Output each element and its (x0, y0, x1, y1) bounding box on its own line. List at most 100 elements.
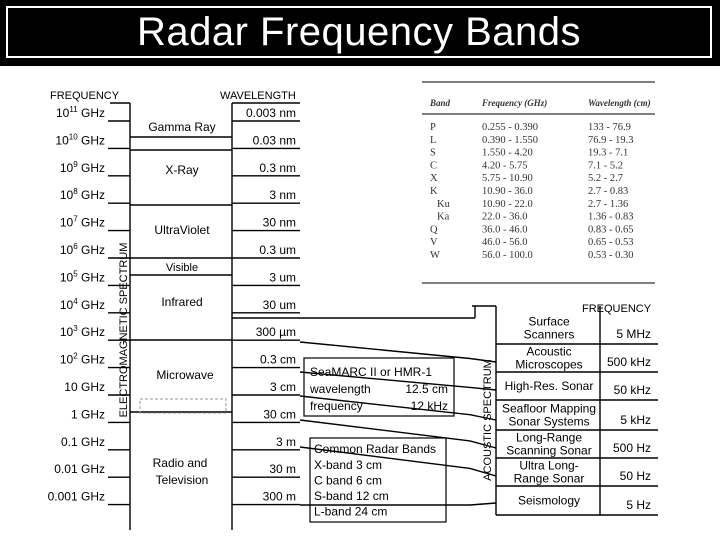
wavelength-label: 0.3 um (259, 243, 296, 257)
seamarc-box (303, 357, 455, 417)
table-band-cell: C (430, 160, 437, 171)
wavelength-label: 0.3 nm (259, 161, 296, 175)
table-frequency-cell: 36.0 - 46.0 (482, 224, 528, 235)
wavelength-label: 30 m (269, 462, 296, 476)
connector (469, 414, 497, 421)
table-band-cell: P (430, 122, 436, 133)
table-header-cell: Band (429, 98, 451, 108)
table-band-cell: Ku (437, 199, 451, 210)
table-band-cell: X (430, 173, 438, 184)
acoustic-application: Surface (528, 315, 570, 329)
region-microwave: Microwave (156, 368, 214, 382)
wavelength-label: 30 um (263, 298, 296, 312)
common-band-entry: C band 6 cm (314, 474, 382, 488)
table-band-cell: S (430, 148, 436, 159)
frequency-label: 0.001 GHz (48, 490, 105, 504)
table-band-cell: Ka (437, 212, 450, 223)
table-header-cell: Wavelength (cm) (588, 98, 651, 108)
frequency-label: 107 GHz (60, 215, 105, 230)
connector (299, 446, 471, 470)
wavelength-label: 3 nm (269, 188, 296, 202)
connector (469, 502, 497, 506)
wavelength-label: 0.03 nm (253, 133, 296, 147)
acoustic-application: Long-Range (516, 431, 582, 445)
table-frequency-cell: 10.90 - 22.0 (482, 199, 533, 210)
region-gamma-ray: Gamma Ray (148, 120, 215, 134)
frequency-label: 1010 GHz (55, 132, 105, 147)
region-radio: Radio and (153, 456, 208, 470)
wavelength-label: 0.3 cm (260, 353, 296, 367)
table-frequency-cell: 56.0 - 100.0 (482, 250, 533, 261)
connector (469, 440, 497, 449)
table-wavelength-cell: 19.3 - 7.1 (588, 148, 628, 159)
table-frequency-cell: 0.390 - 1.550 (482, 135, 538, 146)
frequency-label: 108 GHz (60, 187, 105, 202)
title-bar: Radar Frequency Bands (0, 0, 720, 66)
frequency-label: 104 GHz (60, 297, 105, 312)
frequency-label: 1011 GHz (56, 105, 105, 120)
wavelength-label: 30 cm (263, 407, 296, 421)
connector (469, 467, 497, 477)
seamarc-frequency-label: frequency (310, 399, 363, 413)
acoustic-application: Range Sonar (514, 472, 585, 486)
region-television: Television (156, 473, 209, 487)
acoustic-frequency: 50 Hz (620, 469, 651, 483)
acoustic-frequency-header: FREQUENCY (582, 303, 652, 315)
acoustic-frequency: 5 kHz (620, 413, 651, 427)
frequency-label: 10 GHz (64, 380, 105, 394)
frequency-label: 109 GHz (60, 160, 105, 175)
table-frequency-cell: 10.90 - 36.0 (482, 186, 533, 197)
frequency-label: 0.1 GHz (61, 435, 105, 449)
region-visible: Visible (166, 262, 198, 274)
table-frequency-cell: 46.0 - 56.0 (482, 237, 528, 248)
table-band-cell: W (430, 250, 440, 261)
table-frequency-cell: 5.75 - 10.90 (482, 173, 533, 184)
table-frequency-cell: 0.255 - 0.390 (482, 122, 538, 133)
seamarc-wavelength-label: wavelength (309, 382, 371, 396)
acoustic-application: Sonar Systems (508, 415, 589, 429)
acoustic-application: Acoustic (526, 345, 571, 359)
frequency-label: 103 GHz (60, 324, 105, 339)
acoustic-frequency: 5 Hz (626, 498, 651, 512)
seamarc-wavelength-value: 12.5 cm (405, 382, 448, 396)
acoustic-spectrum-label: ACOUSTIC SPECTRUM (482, 359, 494, 481)
table-wavelength-cell: 0.53 - 0.30 (588, 250, 634, 261)
connector (299, 341, 471, 360)
table-wavelength-cell: 2.7 - 1.36 (588, 199, 628, 210)
common-bands-title: Common Radar Bands (314, 442, 436, 456)
table-band-cell: Q (430, 224, 438, 235)
wavelength-label: 3 m (276, 435, 296, 449)
wavelength-label: 30 nm (263, 216, 296, 230)
frequency-label: 1 GHz (71, 407, 105, 421)
table-wavelength-cell: 2.7 - 0.83 (588, 186, 628, 197)
region-x-ray: X-Ray (165, 163, 198, 177)
diagram-lines (108, 81, 658, 530)
acoustic-application: Seismology (518, 494, 580, 508)
table-wavelength-cell: 7.1 - 5.2 (588, 160, 623, 171)
wavelength-label: 300 µm (256, 325, 296, 339)
frequency-label: 102 GHz (60, 352, 105, 367)
table-wavelength-cell: 76.9 - 19.3 (588, 135, 634, 146)
acoustic-application: Scanning Sonar (506, 444, 591, 458)
frequency-header: FREQUENCY (50, 90, 120, 102)
wavelength-label: 300 m (263, 490, 296, 504)
wavelength-label: 3 um (269, 270, 296, 284)
region-infrared: Infrared (161, 295, 202, 309)
table-band-cell: V (430, 237, 438, 248)
table-wavelength-cell: 0.83 - 0.65 (588, 224, 634, 235)
wavelength-header: WAVELENGTH (220, 90, 296, 102)
acoustic-frequency: 500 kHz (607, 355, 651, 369)
table-frequency-cell: 1.550 - 4.20 (482, 148, 533, 159)
common-band-entry: L-band 24 cm (314, 505, 387, 519)
connector (469, 357, 497, 363)
table-frequency-cell: 22.0 - 36.0 (482, 212, 528, 223)
seamarc-title: SeaMARC II or HMR-1 (310, 365, 432, 379)
slide-title: Radar Frequency Bands (136, 9, 582, 54)
table-wavelength-cell: 5.2 - 2.7 (588, 173, 623, 184)
common-bands-box (309, 437, 447, 523)
table-header-cell: Frequency (GHz) (481, 98, 547, 108)
frequency-label: 105 GHz (60, 269, 105, 284)
seamarc-frequency-value: 12 kHz (411, 399, 448, 413)
